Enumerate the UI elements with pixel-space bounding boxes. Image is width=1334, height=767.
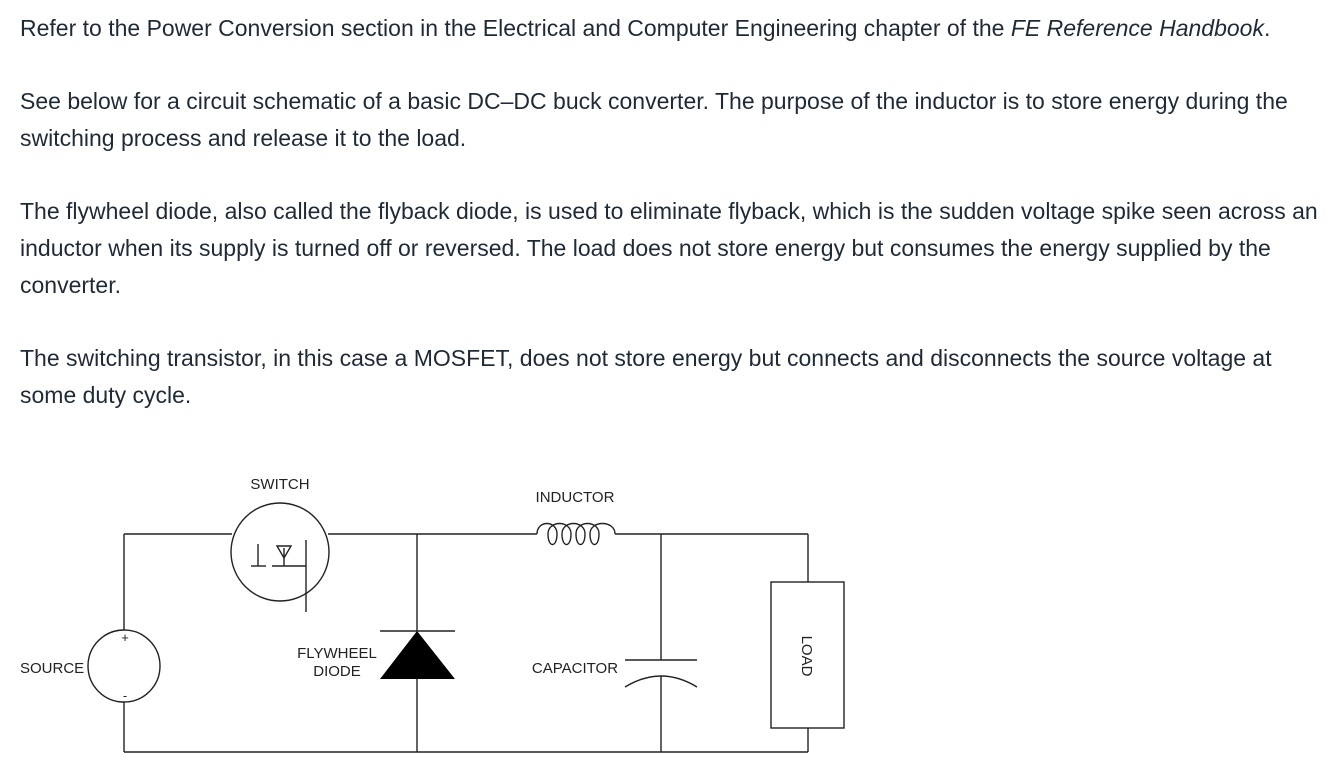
mosfet-circle bbox=[230, 502, 330, 602]
inductor-label: INDUCTOR bbox=[536, 489, 615, 506]
buck-converter-schematic: SWITCH INDUCTOR SOURCE FLYWHEEL DIODE CA… bbox=[20, 476, 845, 753]
paragraph-diode: The flywheel diode, also called the flyb… bbox=[20, 198, 1318, 298]
paragraph-switch: The switching transistor, in this case a… bbox=[20, 345, 1272, 408]
source-symbol bbox=[87, 629, 161, 703]
instruction-text: Refer to the Power Conversion section in… bbox=[20, 10, 1320, 414]
diode-symbol bbox=[380, 631, 455, 679]
paragraph-reference: Refer to the Power Conversion section in… bbox=[20, 10, 1320, 47]
inductor-coil bbox=[536, 522, 616, 546]
source-plus-sign: + bbox=[121, 630, 129, 645]
capacitor-label: CAPACITOR bbox=[532, 660, 618, 677]
paragraph-reference-text: Refer to the Power Conversion section in… bbox=[20, 15, 1011, 41]
source-minus-sign: - bbox=[123, 688, 127, 703]
load-label: LOAD bbox=[798, 636, 815, 677]
diode-label-line1: FLYWHEEL bbox=[297, 645, 377, 662]
switch-label: SWITCH bbox=[250, 476, 309, 493]
source-label: SOURCE bbox=[20, 660, 84, 677]
diode-label-line2: DIODE bbox=[313, 663, 361, 680]
paragraph-reference-period: . bbox=[1263, 15, 1271, 41]
paragraph-inductor: See below for a circuit schematic of a b… bbox=[20, 88, 1288, 151]
mosfet-body-arrow bbox=[275, 545, 293, 560]
handbook-title: FE Reference Handbook bbox=[1010, 15, 1264, 41]
